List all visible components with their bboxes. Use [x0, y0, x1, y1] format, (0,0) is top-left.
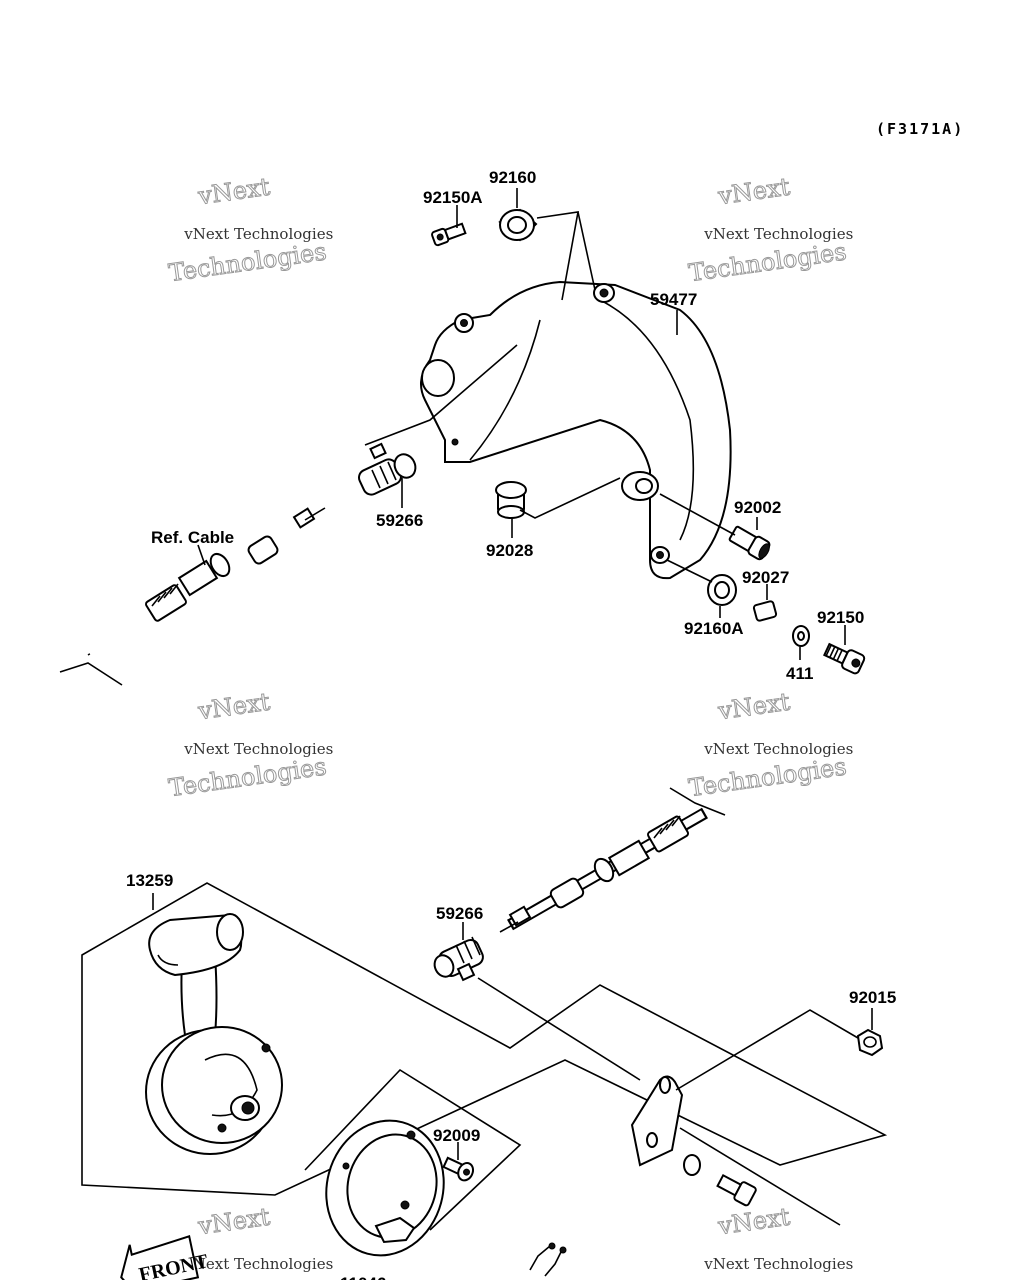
label-ref-cable: Ref. Cable [151, 528, 234, 547]
label-92160A: 92160A [684, 619, 744, 638]
reference-cable-bottom [499, 807, 708, 933]
bracket-59477 [420, 280, 732, 580]
front-arrow: FRONT [120, 1235, 211, 1280]
leader-ref-cable [197, 544, 206, 566]
label-11046-partial: 11046 [340, 1274, 386, 1280]
cable-joint-59266-top [358, 442, 417, 496]
bolt-plate [716, 1173, 757, 1207]
bushing-92028 [495, 481, 527, 519]
svg-text:vNext Technologies: vNext Technologies [183, 1255, 333, 1273]
label-92009: 92009 [433, 1126, 480, 1145]
clip-part [529, 1242, 567, 1277]
cover-plate-11046 [325, 1119, 445, 1257]
watermark-bottom-right: vNext vNext Technologies [703, 1202, 853, 1273]
leader-92015-to-plate [675, 1009, 859, 1091]
label-59266-bottom: 59266 [436, 904, 483, 923]
svg-text:vNext: vNext [196, 688, 272, 726]
screw-92009 [442, 1156, 475, 1182]
assembly-outline-13259 [81, 882, 888, 1196]
bolt-92002 [728, 525, 771, 561]
svg-text:vNext: vNext [716, 688, 792, 726]
collar-92160A [707, 574, 737, 606]
svg-text:vNext Technologies: vNext Technologies [703, 740, 853, 758]
svg-text:vNext Technologies: vNext Technologies [703, 1255, 853, 1273]
leader-92160-to-boss [577, 211, 596, 291]
ref-cable-bottom-break-mark [669, 787, 726, 816]
svg-text:Technologies: Technologies [687, 752, 848, 802]
svg-text:vNext: vNext [716, 1203, 792, 1241]
label-92015: 92015 [849, 988, 896, 1007]
collar-92160 [498, 208, 538, 242]
svg-text:Technologies: Technologies [167, 752, 328, 802]
svg-text:vNext: vNext [716, 173, 792, 211]
label-92027: 92027 [742, 568, 789, 587]
svg-text:vNext Technologies: vNext Technologies [183, 740, 333, 758]
control-lever-13259 [145, 913, 283, 1155]
label-92002: 92002 [734, 498, 781, 517]
watermark-mid-left: vNext vNext Technologies Technologies [166, 687, 333, 803]
washer-411 [792, 625, 810, 647]
watermark-top-left: vNext vNext Technologies Technologies [166, 172, 333, 288]
watermark-mid-right: vNext vNext Technologies Technologies [686, 687, 853, 803]
leader-92160A-to-bracket [666, 559, 713, 583]
label-411: 411 [786, 664, 813, 683]
label-13259: 13259 [126, 871, 173, 890]
leader-92028-to-bracket [519, 477, 621, 519]
leader-92002-to-bracket [659, 493, 736, 536]
svg-text:Technologies: Technologies [687, 237, 848, 287]
svg-text:vNext Technologies: vNext Technologies [703, 225, 853, 243]
diagram-code: (F3171A) [876, 120, 964, 138]
bolt-92150A [431, 222, 467, 247]
leader-59266-top-to-bracket [364, 344, 518, 446]
watermark-bottom-left: vNext vNext Technologies [183, 1202, 333, 1273]
ref-cable-break-mark [59, 662, 123, 686]
bolt-92150 [823, 642, 866, 675]
leader-59266-bottom-to-plate [477, 977, 641, 1081]
label-92150: 92150 [817, 608, 864, 627]
svg-text:vNext: vNext [196, 1203, 272, 1241]
washer-plate [683, 1154, 701, 1176]
reference-cable-top [87, 507, 326, 658]
leader-plate-bolt [679, 1127, 841, 1226]
label-59266-top: 59266 [376, 511, 423, 530]
label-59477: 59477 [650, 290, 697, 309]
svg-text:vNext Technologies: vNext Technologies [183, 225, 333, 243]
watermark-top-right: vNext vNext Technologies Technologies [686, 172, 853, 288]
label-92028: 92028 [486, 541, 533, 560]
cable-joint-59266-bottom [433, 936, 484, 982]
svg-text:vNext: vNext [196, 173, 272, 211]
label-92160: 92160 [489, 168, 536, 187]
svg-text:Technologies: Technologies [167, 237, 328, 287]
label-92150A: 92150A [423, 188, 483, 207]
spacer-92027 [752, 600, 778, 622]
leader-cover-plate [304, 1068, 522, 1231]
mounting-plate [630, 1075, 684, 1167]
nut-92015 [856, 1028, 884, 1057]
